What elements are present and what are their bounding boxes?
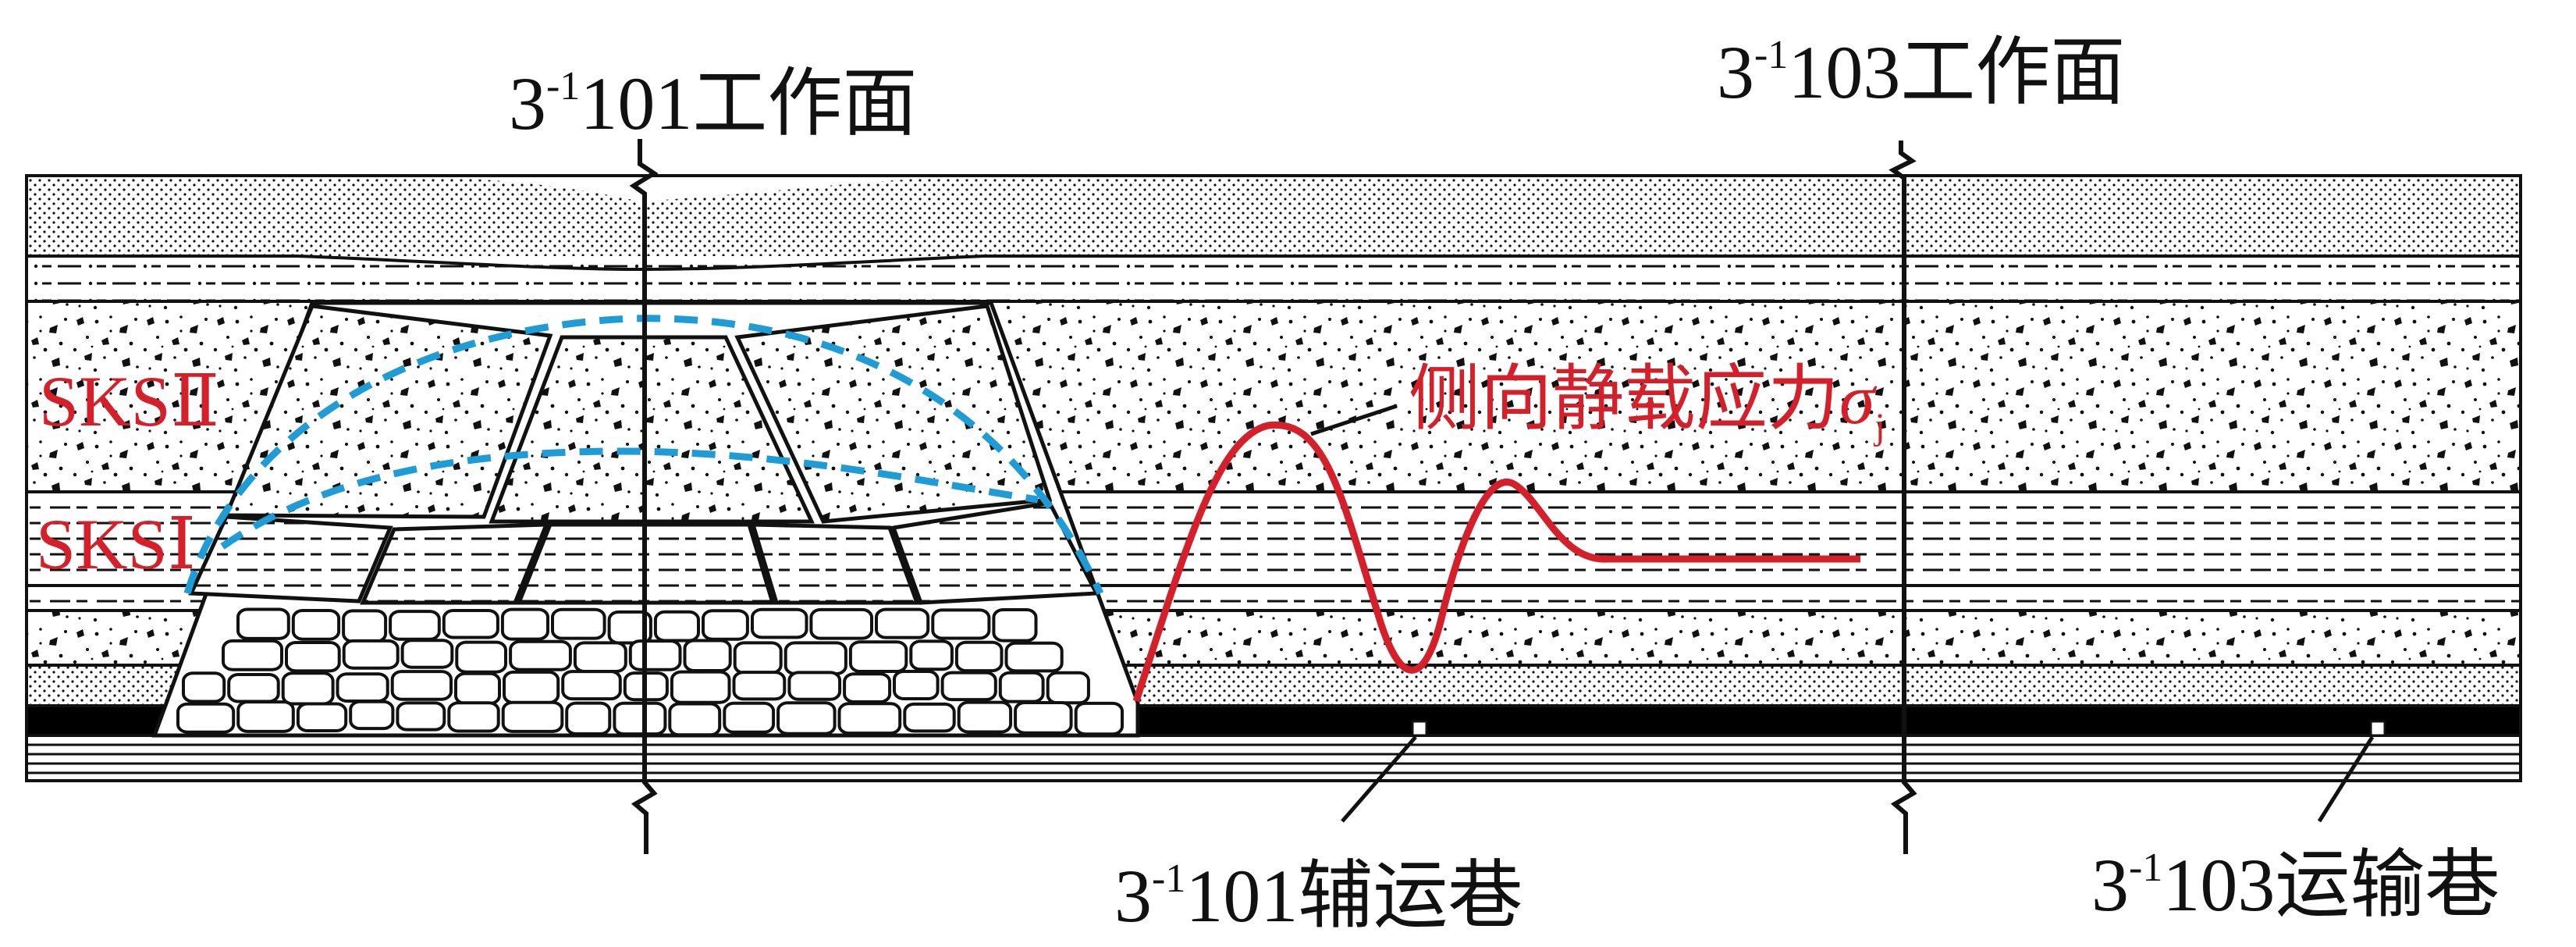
fracture-arch-inner xyxy=(220,447,1039,550)
rubble-block xyxy=(447,701,500,733)
rubble-block xyxy=(573,641,627,674)
stress-label-leader xyxy=(1310,404,1398,436)
caved-rubble xyxy=(176,607,1124,737)
rubble-block xyxy=(607,610,652,645)
rubble-block xyxy=(843,672,892,704)
rubble-block xyxy=(903,702,956,733)
stress-curve-line xyxy=(1132,421,1860,703)
roadway-101-label: 3-1101辅运巷 xyxy=(1114,854,1523,938)
sks1-label: SKSⅠ xyxy=(36,504,196,584)
rubble-block xyxy=(732,671,787,701)
rubble-block xyxy=(222,639,283,671)
rubble-block xyxy=(776,701,837,735)
rubble-block xyxy=(1014,701,1073,735)
rubble-block xyxy=(336,672,389,703)
rubble-block xyxy=(509,639,572,671)
rubble-block xyxy=(551,607,606,640)
rubble-block xyxy=(389,610,441,641)
section-markers xyxy=(629,139,1917,854)
rubble-block xyxy=(442,609,499,639)
rubble-block xyxy=(954,640,1004,673)
rubble-block xyxy=(396,701,446,732)
roadway-103-label: 3-1103运输巷 xyxy=(2091,843,2500,927)
rubble-block xyxy=(342,609,388,643)
stress-curve xyxy=(1132,404,1860,703)
rubble-block xyxy=(787,671,842,701)
rubble-block xyxy=(723,701,776,734)
face-103-label: 3-1103工作面 xyxy=(1717,30,2125,114)
broken-block-lower-1 xyxy=(188,514,393,603)
rubble-block xyxy=(1074,701,1124,736)
rubble-block xyxy=(455,640,507,674)
rubble-block xyxy=(848,640,908,674)
rubble-block xyxy=(957,700,1013,734)
rubble-block xyxy=(454,671,501,705)
rubble-block xyxy=(503,670,560,705)
fracture-arch xyxy=(183,315,1104,595)
rubble-block xyxy=(628,639,682,671)
rubble-block xyxy=(400,639,454,669)
rubble-block xyxy=(390,670,453,701)
rubble-block xyxy=(940,671,997,702)
rubble-block xyxy=(733,641,783,675)
roadway-103-opening xyxy=(2369,720,2386,737)
rubble-block xyxy=(751,607,808,639)
rubble-block xyxy=(613,701,667,736)
rubble-block xyxy=(683,639,732,672)
broken-block-upper-2 xyxy=(489,335,815,524)
broken-block-upper-1 xyxy=(223,304,553,519)
rubble-block xyxy=(992,608,1038,643)
rubble-block xyxy=(227,673,280,703)
rubble-block xyxy=(893,670,940,700)
face-101-label: 3-1101工作面 xyxy=(509,62,917,145)
rubble-block xyxy=(349,700,395,731)
rubble-block xyxy=(909,639,954,671)
top-soil-layer xyxy=(27,176,2521,256)
broken-block-lower-5 xyxy=(890,500,1100,605)
rubble-block xyxy=(670,670,731,704)
rubble-block xyxy=(281,671,335,706)
rubble-block xyxy=(668,702,722,737)
rubble-block xyxy=(236,700,295,733)
rubble-block xyxy=(1046,671,1090,705)
rubble-block xyxy=(702,609,749,641)
rubble-block xyxy=(500,607,550,641)
rubble-block xyxy=(931,608,991,640)
sks2-label: SKSⅡ xyxy=(39,361,219,441)
rubble-block xyxy=(285,641,341,673)
rubble-block xyxy=(875,607,930,639)
section-line-103 xyxy=(1888,141,1917,854)
rubble-block xyxy=(236,607,290,640)
rubble-block xyxy=(783,641,847,676)
section-line-101 xyxy=(629,139,659,854)
broken-block-lower-2 xyxy=(360,522,549,605)
roadways xyxy=(1341,720,2386,823)
rubble-block xyxy=(176,702,236,734)
floor-layer xyxy=(27,735,2521,781)
fracture-arch-outer xyxy=(183,315,1104,595)
rubble-block xyxy=(182,671,226,703)
rubble-block xyxy=(296,702,348,732)
stress-label: 侧向静载应力σj xyxy=(1409,359,1885,447)
siltstone-band-upper xyxy=(27,258,2521,301)
rubble-block xyxy=(565,701,612,735)
labels: 3-1101工作面 3-1103工作面 3-1101辅运巷 3-1103运输巷 … xyxy=(36,30,2500,938)
rubble-block xyxy=(1004,641,1064,673)
rubble-block xyxy=(837,702,902,735)
rubble-block xyxy=(561,670,622,701)
broken-block-lower-4 xyxy=(750,522,920,605)
rubble-block xyxy=(342,639,400,670)
rubble-block xyxy=(291,609,341,641)
rubble-block xyxy=(809,607,874,640)
roadway-103-leader xyxy=(2317,735,2375,823)
roadway-101-leader xyxy=(1341,735,1417,823)
rubble-block xyxy=(501,700,564,733)
roadway-101-opening xyxy=(1411,720,1428,737)
rubble-block xyxy=(653,610,701,643)
rubble-block xyxy=(998,671,1045,703)
